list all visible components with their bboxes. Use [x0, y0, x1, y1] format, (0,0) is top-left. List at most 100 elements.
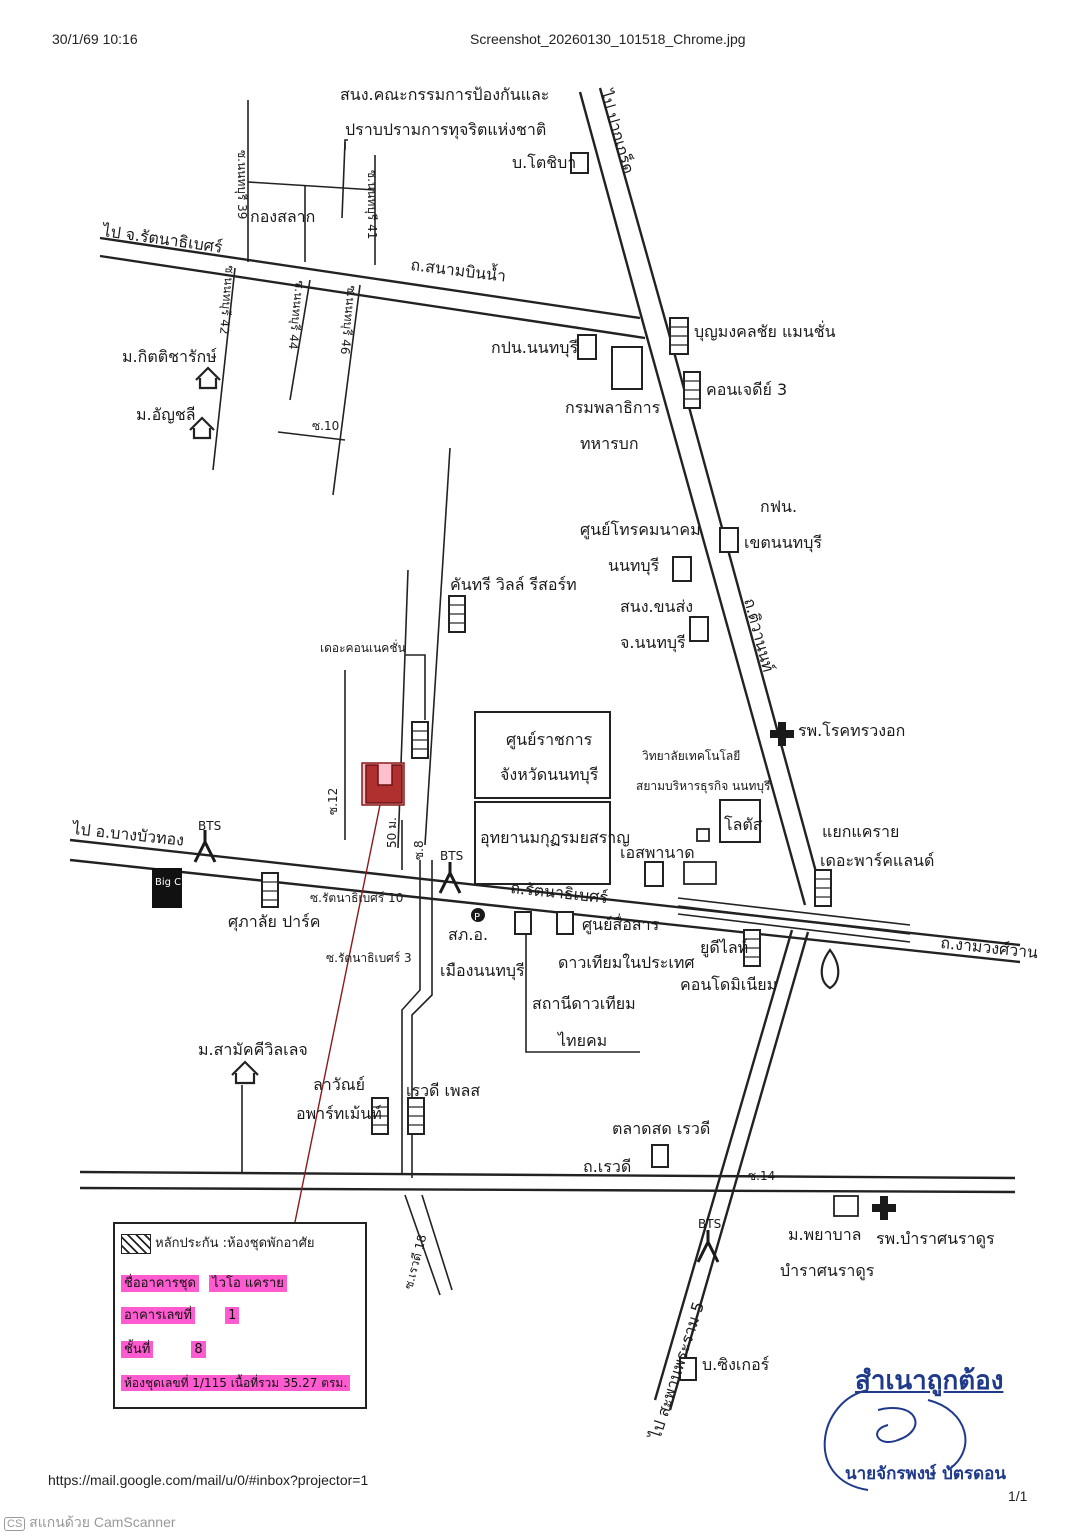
label-anticorruption-1: สนง.คณะกรรมการป้องกันและ	[340, 85, 549, 104]
site-building-hatch	[365, 764, 403, 804]
label-soi-rewadee-18: ซ.เรวดี 18	[401, 1233, 429, 1291]
label-esplanade: เอสพานาด	[620, 843, 695, 862]
road-soi-rewadee-18-e	[421, 1194, 453, 1291]
singer-icon	[679, 1357, 697, 1381]
legend-building-name-label: ชื่ออาคารชุด	[121, 1275, 199, 1292]
label-lawan-2: อพาร์ทเม้นท์	[296, 1104, 382, 1123]
label-u-delight-1: ยูดีไลท์	[700, 938, 748, 958]
legend-floor-value: 8	[191, 1341, 206, 1358]
label-soi-12: ซ.12	[326, 788, 340, 815]
label-singer: บ.ซิงเกอร์	[702, 1355, 770, 1374]
bamras-building-icon	[833, 1195, 859, 1217]
road-soi-rewadee-e	[411, 860, 433, 1178]
footer-scanner-text: สแกนด้วย CamScanner	[29, 1514, 176, 1530]
label-soi-42: ซ.นนทบุรี 42	[216, 265, 237, 335]
legend-hatch-swatch	[121, 1233, 151, 1254]
label-rd-tiwanon: ถ.ติวานนท์	[740, 596, 778, 674]
thaicom-icon-1	[514, 911, 532, 935]
label-gov-center-1: ศูนย์ราชการ	[506, 730, 593, 750]
label-pea: กปน.นนทบุรี	[491, 338, 578, 358]
legend-unit-text: ห้องชุดเลขที่ 1/115 เนื้อที่รวม 35.27 ตร…	[121, 1375, 351, 1391]
label-thaicom-station-1: สถานีดาวเทียม	[532, 994, 636, 1013]
legend-floor-row: ชั้นที่ 8	[121, 1338, 206, 1359]
label-parkland: เดอะพาร์คแลนด์	[820, 851, 934, 870]
label-soi-44: ซ.นนทบุรี 44	[285, 280, 307, 351]
label-soi-14: ซ.14	[748, 1169, 775, 1183]
hospital-icon-bamras	[872, 1196, 896, 1220]
road-tiwanon-e	[666, 329, 827, 906]
road-soi-rewadee-w	[401, 860, 421, 1175]
signature-scribble	[823, 1389, 967, 1491]
lotus-block	[719, 799, 761, 843]
transport-office-icon	[689, 616, 709, 642]
road-tiwanon-upper-e	[598, 87, 670, 331]
road-soi-46	[332, 284, 361, 496]
label-mb-samakkhi: ม.สามัคคีวิลเลจ	[198, 1040, 308, 1059]
camscanner-icon: CS	[4, 1517, 26, 1531]
label-hosp-bamras: รพ.บำราศนราดูร	[876, 1229, 995, 1249]
label-khae-rai: แยกแคราย	[822, 822, 899, 841]
label-pea-office-1: กฟน.	[760, 497, 797, 516]
label-condo-3: คอนเจดีย์ 3	[706, 380, 787, 399]
big-c-logo-text: Big C	[155, 877, 181, 888]
road-lane-kongsalak	[247, 181, 376, 191]
header-date-time: 30/1/69 10:16	[52, 31, 138, 47]
label-u-delight-2: คอนโดมิเนียม	[680, 975, 777, 994]
road-rama5-e	[668, 931, 810, 1411]
gov-center-block	[474, 711, 611, 799]
road-rewadee-s	[79, 1186, 1016, 1194]
label-toshiba: บ.โตชิบา	[512, 153, 576, 172]
road-thaicom-lane	[525, 935, 640, 1053]
legend-building-no-label: อาคารเลขที่	[121, 1307, 195, 1324]
label-thaicom-center-1: ศูนย์สื่อสาร	[582, 913, 660, 935]
bts-label-center: BTS	[440, 849, 463, 863]
legend-building-no-value: 1	[225, 1307, 240, 1324]
label-college-1: วิทยาลัยเทคโนโลยี	[642, 749, 741, 763]
label-thaicom-station-2: ไทยคม	[556, 1031, 607, 1050]
pea-office-icon	[719, 527, 739, 553]
big-c-logo	[152, 868, 182, 908]
label-rd-sanambinnam: ถ.สนามบินน้ำ	[410, 253, 508, 286]
thaicom-icon-2	[556, 911, 574, 935]
label-mb-kitticharak: ม.กิตติชารักษ์	[122, 347, 217, 366]
stamp-signer: นายจักรพงษ์ บัตรดอน	[845, 1464, 1006, 1484]
label-army-welfare-2: ทหารบก	[580, 434, 639, 453]
label-soi-41: ซ.นนทบุรี 41	[364, 170, 379, 239]
label-lotus: โลตัส	[724, 815, 763, 834]
stamp-certified: สำเนาถูกต้อง	[855, 1366, 1004, 1396]
label-army-welfare-1: กรมพลาธิการ	[565, 398, 661, 417]
label-bamras-2: บำราศนราดูร	[780, 1261, 875, 1281]
road-soi-rewadee-18-w	[404, 1194, 441, 1296]
footer-page: 1/1	[1008, 1488, 1028, 1504]
label-transport-1: สนง.ขนส่ง	[620, 597, 693, 616]
label-boonmongkol: บุญมงคลชัย แมนชั่น	[694, 320, 836, 342]
label-soi-46: ซ.นนทบุรี 46	[337, 285, 359, 356]
svg-text:P: P	[474, 912, 480, 923]
park-block	[474, 801, 611, 885]
label-police-2: เมืองนนทบุรี	[440, 961, 525, 981]
road-rattanathibet-mid-1	[677, 897, 911, 926]
label-lawan-1: ลาวัณย์	[313, 1075, 365, 1094]
bts-icon-west	[193, 830, 217, 863]
college-building-icon	[683, 861, 717, 885]
road-rattanathibet-mid-2	[677, 905, 911, 935]
footer-url: https://mail.google.com/mail/u/0/#inbox?…	[48, 1472, 369, 1488]
label-rewadee-market: ตลาดสด เรวดี	[612, 1119, 710, 1138]
legend-building-name-row: ชื่ออาคารชุด ไวโอ แคราย	[121, 1272, 287, 1293]
label-park: อุทยานมกุฏรมยสราญ	[480, 828, 630, 848]
road-soi-8-e	[424, 447, 451, 846]
label-mb-anchali: ม.อัญชลี	[136, 405, 196, 424]
legend-unit-row: ห้องชุดเลขที่ 1/115 เนื้อที่รวม 35.27 ตร…	[121, 1374, 351, 1393]
road-rewadee-n	[79, 1170, 1016, 1180]
label-college-2: สยามบริหารธุรกิจ นนทบุรี	[636, 779, 771, 794]
road-rama5-w	[653, 929, 794, 1401]
label-soi-8: ซ.8	[412, 840, 426, 860]
label-tot-center-2: นนทบุรี	[608, 556, 660, 576]
label-rd-rewadee: ถ.เรวดี	[583, 1157, 631, 1176]
tot-center-icon	[672, 556, 692, 582]
pea-icon	[577, 334, 597, 360]
label-to-rattanathibet: ไป จ.รัตนาธิเบศร์	[99, 221, 224, 257]
legend-title: หลักประกัน :ห้องชุดพักอาศัย	[155, 1236, 315, 1251]
leader-connection	[405, 654, 426, 720]
